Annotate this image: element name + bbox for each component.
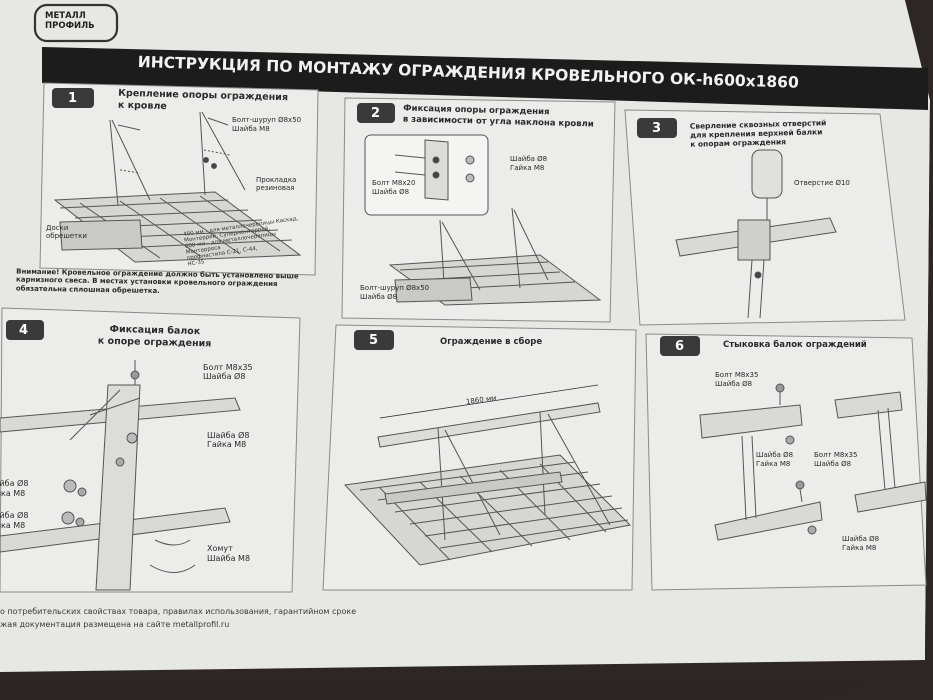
step-5-drawing xyxy=(343,384,632,566)
step-4-bolt-label: Болт М8х35 xyxy=(203,363,253,372)
step-4-drawing xyxy=(0,360,241,591)
step-6-badge xyxy=(660,336,700,356)
step-6-washer-label: Шайба Ø8 xyxy=(715,380,753,388)
step-6-caption: Стыковка балок ограждений xyxy=(723,340,867,350)
step-3-number: 3 xyxy=(652,121,662,136)
title-banner xyxy=(42,47,928,110)
step-4-number: 4 xyxy=(19,323,29,338)
step-1-washer-label: Шайба М8 xyxy=(232,125,270,133)
logo-text: МЕТАЛЛ ПРОФИЛЬ xyxy=(45,11,95,32)
step-5-number: 5 xyxy=(369,333,379,348)
step-1-warning-note: Внимание! Кровельное ограждение должно б… xyxy=(16,268,299,298)
step-6-bolt3-label: Болт М8х35 xyxy=(814,451,858,459)
footer-line-2: жая документация размещена на сайте meta… xyxy=(0,620,230,629)
step-6-nut2-label: Гайка М8 xyxy=(756,460,791,468)
step-6-drawing xyxy=(699,383,927,541)
step-6-washer2-label: Шайба Ø8 xyxy=(756,451,794,459)
step-6-number: 6 xyxy=(675,339,685,354)
step-4-nut2-label: Гайка М8 xyxy=(207,440,247,449)
step-4-caption: Фиксация балок к опоре ограждения xyxy=(98,324,212,351)
step-2-washer-label: Шайба Ø8 xyxy=(372,188,410,196)
step-4-badge xyxy=(6,320,44,340)
step-3-badge xyxy=(637,118,677,138)
footer-line-1: о потребительских свойствах товара, прав… xyxy=(0,607,357,616)
step-6-washer3-label: Шайба Ø8 xyxy=(814,460,852,468)
step-2-washer3-label: Шайба Ø8 xyxy=(360,293,398,301)
step-5-badge xyxy=(354,330,394,350)
step-1-badge xyxy=(52,88,94,108)
step-4-washer-l2-label: Шайба Ø8 xyxy=(0,511,29,520)
step-3-hole-label: Отверстие Ø10 xyxy=(794,179,850,187)
step-4-nut-l1-label: Гайка М8 xyxy=(0,489,26,498)
step-1-drawing xyxy=(53,111,302,263)
step-1-gasket-label: Прокладка резиновая xyxy=(256,176,297,192)
step-3-caption: Сверление сквозных отверстий для креплен… xyxy=(690,118,827,149)
step-2-badge xyxy=(357,103,395,123)
step-2-bolt2-label: Болт-шуруп Ø8х50 xyxy=(360,284,430,292)
step-2-bolt-label: Болт М8х20 xyxy=(372,179,416,187)
step-3-drawing xyxy=(675,149,837,319)
step-1-number: 1 xyxy=(68,91,78,106)
step-4-nut-l2-label: Гайка М8 xyxy=(0,521,26,530)
step-6-nut4-label: Гайка М8 xyxy=(842,544,877,552)
step-2-washer2-label: Шайба Ø8 xyxy=(510,155,548,163)
step-5-caption: Ограждение в сборе xyxy=(440,337,543,347)
step-6-bolt-label: Болт М8х35 xyxy=(715,371,759,379)
step-6-washer4-label: Шайба Ø8 xyxy=(842,535,880,543)
step-1-caption: Крепление опоры ограждения к кровле xyxy=(118,88,288,116)
logo-line-1: МЕТАЛЛ xyxy=(45,11,86,21)
step-2-drawing xyxy=(364,134,602,306)
panel-step-4 xyxy=(0,307,301,593)
step-1-bolt-label: Болт-шуруп Ø8х50 xyxy=(232,116,302,124)
step-2-nut2-label: Гайка М8 xyxy=(510,164,545,172)
step-4-clamp-label: Хомут xyxy=(207,544,233,553)
logo-frame xyxy=(33,3,119,43)
step-1-boards-label: Доски обрешетки xyxy=(46,224,87,240)
step-4-washer-c-label: Шайба М8 xyxy=(207,554,251,563)
panel-step-3 xyxy=(624,109,906,326)
logo-line-2: ПРОФИЛЬ xyxy=(45,20,95,31)
step-4-washer2-label: Шайба Ø8 xyxy=(207,431,250,440)
step-2-number: 2 xyxy=(371,106,381,121)
step-4-washer-l1-label: Шайба Ø8 xyxy=(0,479,29,488)
step-4-washer-label: Шайба Ø8 xyxy=(203,372,246,381)
